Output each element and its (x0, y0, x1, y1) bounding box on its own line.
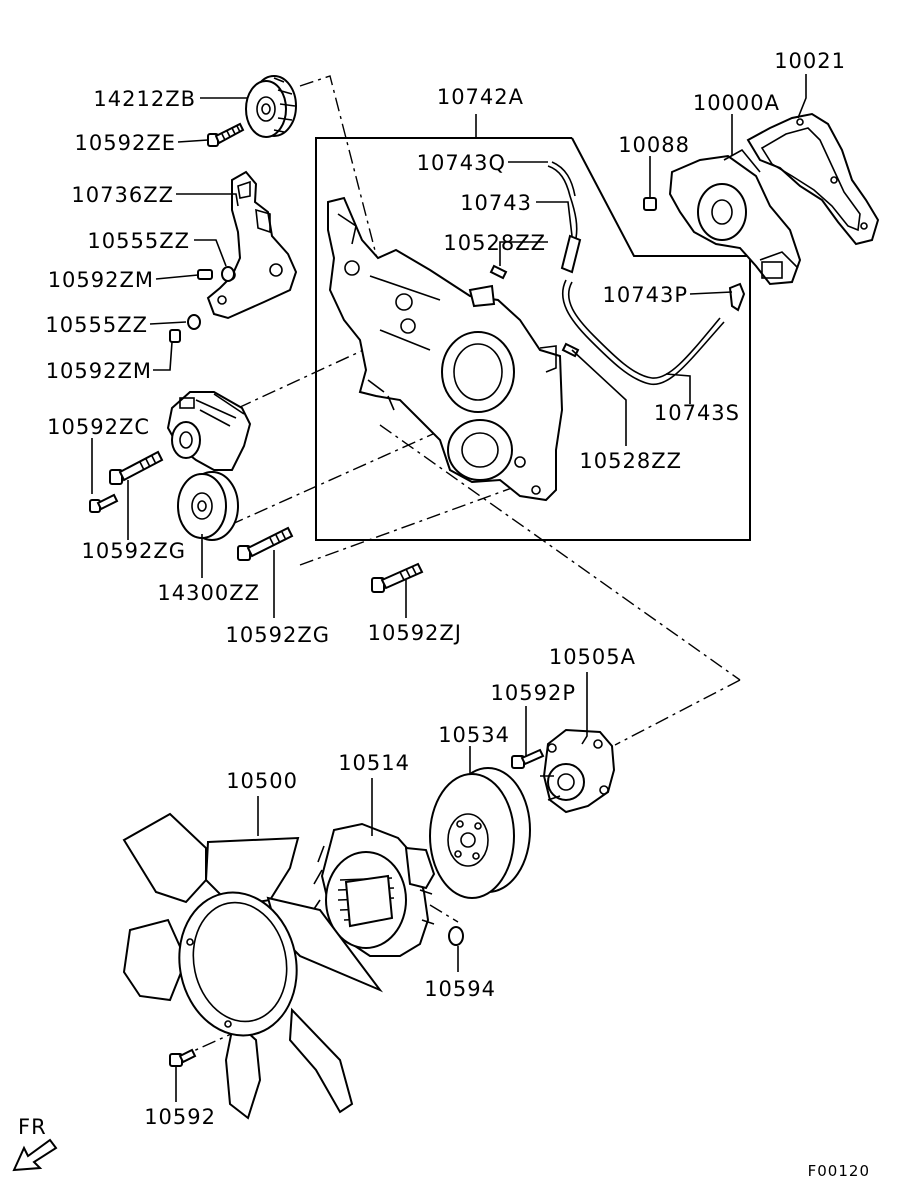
water-pump-10000a[interactable] (668, 148, 802, 286)
label-10743: 10743 (460, 191, 532, 215)
bolt-10592ze[interactable] (207, 122, 245, 147)
direction-label: FR (18, 1115, 47, 1139)
label-10500: 10500 (226, 769, 298, 793)
label-10743p: 10743P (603, 283, 688, 307)
fan-bracket-10505a[interactable] (540, 728, 616, 814)
hose-10743q[interactable] (547, 161, 578, 239)
label-10555zz-upper: 10555ZZ (87, 229, 190, 253)
bolt-10592zc[interactable] (89, 493, 119, 513)
stud-10528zz-upper[interactable] (489, 264, 508, 280)
washer-10555zz-upper[interactable] (221, 266, 235, 282)
cooling-fan-10500[interactable] (122, 812, 384, 1120)
auto-tensioner[interactable] (166, 391, 252, 471)
label-10592zg-left: 10592ZG (82, 539, 186, 563)
figure-code: F00120 (808, 1162, 870, 1180)
assembly-group-frame (315, 137, 751, 541)
bolt-10592zm-upper[interactable] (197, 269, 213, 280)
bolt-10592[interactable] (169, 1048, 197, 1067)
label-10528zz-lower: 10528ZZ (579, 449, 682, 473)
label-10534: 10534 (438, 723, 510, 747)
bolt-10592zm-lower[interactable] (169, 329, 181, 343)
front-arrow-icon (12, 1138, 58, 1172)
label-10592ze: 10592ZE (75, 131, 176, 155)
label-10592zm-lower: 10592ZM (46, 359, 152, 383)
pipe-10743s[interactable] (561, 279, 725, 386)
bolt-10592zg-lower[interactable] (237, 526, 294, 561)
water-pump-pulley-10534[interactable] (429, 767, 531, 899)
label-14300zz: 14300ZZ (157, 581, 260, 605)
label-10592zc: 10592ZC (47, 415, 150, 439)
bolt-10088[interactable] (643, 197, 657, 211)
label-10592p: 10592P (491, 681, 576, 705)
clip-10743p[interactable] (728, 282, 746, 312)
label-10021: 10021 (774, 49, 846, 73)
label-10592zm-upper: 10592ZM (48, 268, 154, 292)
label-10592zg-right: 10592ZG (226, 623, 330, 647)
tensioner-pulley-14300zz[interactable] (177, 471, 239, 541)
label-10505a: 10505A (549, 645, 636, 669)
bolt-10592zg-upper[interactable] (109, 450, 164, 485)
label-10088: 10088 (618, 133, 690, 157)
idler-pulley-14212zb[interactable] (245, 75, 297, 138)
label-10528zz-upper: 10528ZZ (443, 231, 546, 255)
nut-10594[interactable] (448, 926, 464, 946)
label-10000a: 10000A (693, 91, 780, 115)
label-10592zj: 10592ZJ (368, 621, 462, 645)
label-10742a: 10742A (437, 85, 524, 109)
washer-10555zz-lower[interactable] (187, 314, 201, 330)
label-10592: 10592 (144, 1105, 216, 1129)
fan-clutch-10514[interactable] (311, 822, 436, 957)
label-10555zz-lower: 10555ZZ (45, 313, 148, 337)
bolt-10592p[interactable] (511, 748, 545, 769)
front-direction-indicator: FR (12, 1115, 58, 1172)
label-10743q: 10743Q (417, 151, 506, 175)
bolt-10592zj[interactable] (371, 562, 424, 593)
label-14212zb: 14212ZB (93, 87, 196, 111)
pipe-10743[interactable] (560, 234, 582, 274)
gasket-10021[interactable] (746, 112, 880, 246)
callout-labels: 14212ZB 10592ZE 10736ZZ 10555ZZ 10592ZM … (45, 49, 846, 1129)
front-case-assembly[interactable] (327, 196, 564, 502)
label-10594: 10594 (424, 977, 496, 1001)
label-10514: 10514 (338, 751, 410, 775)
leader-lines (91, 74, 807, 1102)
label-10736zz: 10736ZZ (71, 183, 174, 207)
label-10743s: 10743S (654, 401, 740, 425)
